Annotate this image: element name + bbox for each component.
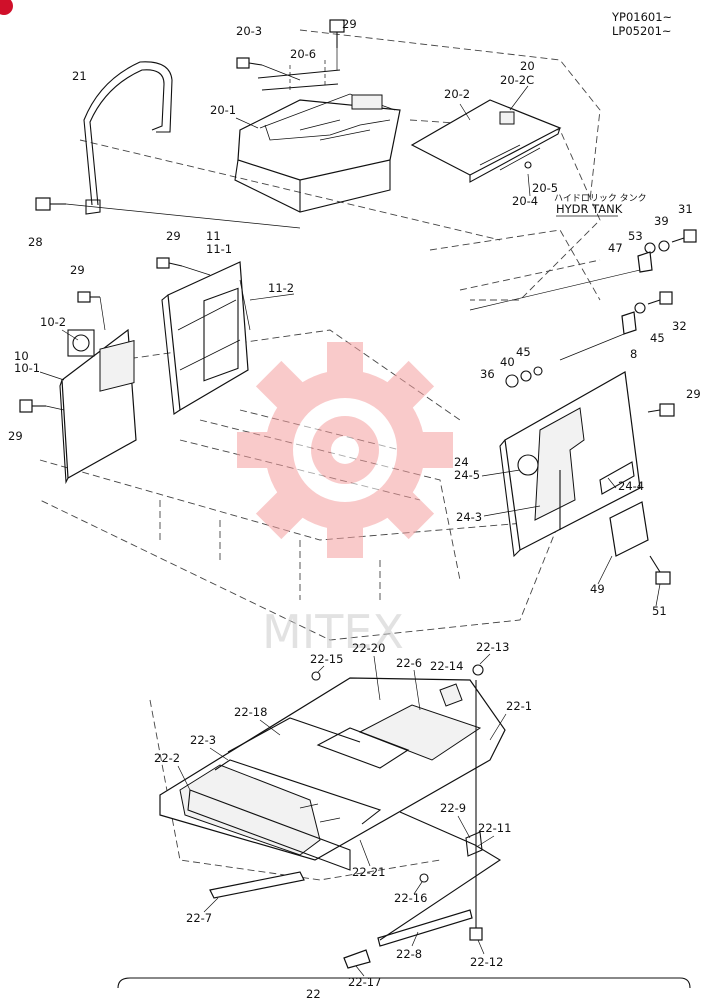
callout-22-17: 22-17 [348,975,381,989]
serial-range-1: YP01601~ [611,10,672,24]
callout-29-c: 29 [70,263,85,277]
panel-10 [59,328,137,485]
callout-10-2: 10-2 [40,315,66,329]
serial-range-2: LP05201~ [612,24,672,38]
callout-21: 21 [72,69,87,83]
callout-22-14: 22-14 [430,659,463,673]
callout-22-8: 22-8 [396,947,422,961]
callout-11-1: 11-1 [206,242,232,256]
callout-20-6: 20-6 [290,47,316,61]
callout-51: 51 [652,604,667,618]
plate-20-2 [410,99,562,183]
hydraulic-tank-label-jp: ハイドロリック タンク [554,193,647,204]
callout-39: 39 [654,214,669,228]
handrail-21 [83,61,173,215]
callout-11-2: 11-2 [268,281,294,295]
callout-45-b: 45 [650,331,665,345]
callout-22-21: 22-21 [352,865,385,879]
callout-24-5: 24-5 [454,468,480,482]
callout-10-1: 10-1 [14,361,40,375]
callout-22-18: 22-18 [234,705,267,719]
callout-22-13: 22-13 [476,640,509,654]
callout-20-5: 20-5 [532,181,558,195]
panel-24 [499,371,641,558]
cover-box-20-1 [234,60,401,213]
callout-22: 22 [306,987,321,1000]
callout-24-4: 24-4 [618,479,644,493]
callout-20-4: 20-4 [512,194,538,208]
watermark-logo: MITEX [237,342,453,659]
callout-24-3: 24-3 [456,510,482,524]
leader-lines [39,85,661,977]
callout-53: 53 [628,229,643,243]
callout-22-20: 22-20 [352,641,385,655]
callout-36: 36 [480,367,495,381]
callout-22-1: 22-1 [506,699,532,713]
callout-20-3: 20-3 [236,24,262,38]
callout-28: 28 [28,235,43,249]
callout-29: 29 [342,17,357,31]
hydraulic-tank-label-en: HYDR TANK [556,202,623,216]
callout-22-12: 22-12 [470,955,503,969]
callout-labels: 20-3 29 20-6 20 20-2C 21 20-1 20-2 20-5 … [8,17,701,1000]
watermark-text: MITEX [262,605,404,659]
callout-49: 49 [590,582,605,596]
callout-32: 32 [672,319,687,333]
callout-22-7: 22-7 [186,911,212,925]
callout-20-2c: 20-2C [500,73,534,87]
callout-22-11: 22-11 [478,821,511,835]
callout-29-b: 29 [166,229,181,243]
callout-10: 10 [14,349,29,363]
callout-29-e: 29 [8,429,23,443]
callout-29-d: 29 [686,387,701,401]
corner-mark [0,0,13,15]
callout-22-3: 22-3 [190,733,216,747]
callout-22-6: 22-6 [396,656,422,670]
callout-22-15: 22-15 [310,652,343,666]
callout-45-a: 45 [516,345,531,359]
plate-49 [609,501,649,557]
callout-11: 11 [206,229,221,243]
callout-22-2: 22-2 [154,751,180,765]
callout-22-9: 22-9 [440,801,466,815]
callout-20-2: 20-2 [444,87,470,101]
bolts-and-washers [19,19,697,585]
panel-11 [161,261,249,415]
callout-24: 24 [454,455,469,469]
callout-22-16: 22-16 [394,891,427,905]
callout-47: 47 [608,241,623,255]
callout-20-1: 20-1 [210,103,236,117]
callout-20: 20 [520,59,535,73]
cover-assembly-22 [117,664,691,989]
callout-40: 40 [500,355,515,369]
callout-31: 31 [678,202,693,216]
callout-8: 8 [630,347,637,361]
